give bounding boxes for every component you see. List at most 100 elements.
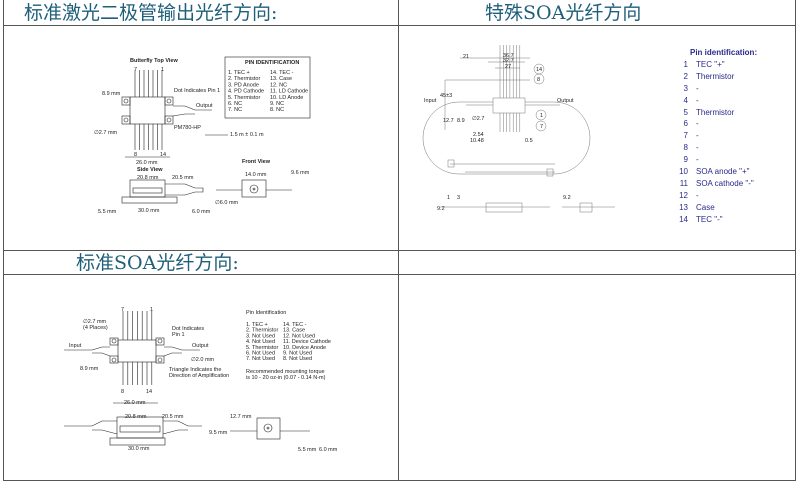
- standard-soa-pin-identification: Pin Identification 1. TEC +2. Thermistor…: [246, 310, 331, 381]
- svg-text:∅2.7 mm: ∅2.7 mm: [94, 129, 118, 136]
- svg-text:14: 14: [146, 389, 152, 395]
- svg-text:32.7: 32.7: [503, 58, 514, 64]
- svg-text:Input: Input: [69, 343, 82, 349]
- pin-number: 13: [679, 202, 688, 212]
- svg-text:10.48: 10.48: [470, 138, 484, 144]
- svg-text:∅2.0 mm: ∅2.0 mm: [191, 356, 215, 363]
- pin-entry: 2. Thermistor: [228, 76, 260, 82]
- section-title-standard-soa: 标准SOA光纤方向:: [76, 252, 239, 274]
- svg-text:Dot Indicates Pin 1: Dot Indicates Pin 1: [174, 88, 220, 94]
- svg-text:Direction of Amplification: Direction of Amplification: [169, 373, 229, 379]
- pin-number: 2: [683, 71, 688, 81]
- pin-entry: 13. Case: [270, 76, 292, 82]
- special-soa-drawing: 21 36.7 32.7 27 45±3 12.7 8.9 ∅2.7 2.54 …: [422, 45, 615, 213]
- svg-text:∅2.7: ∅2.7: [472, 115, 484, 122]
- svg-text:20.5 mm: 20.5 mm: [172, 175, 194, 181]
- svg-text:36.7: 36.7: [503, 53, 514, 59]
- pin-row: 13 Case: [668, 203, 757, 215]
- svg-text:0.5: 0.5: [525, 138, 533, 144]
- svg-text:8.9: 8.9: [457, 118, 465, 124]
- pin-entry: 14. TEC -: [270, 70, 294, 76]
- pin-entry: 2. Thermistor: [246, 328, 278, 334]
- svg-text:20.8 mm: 20.8 mm: [125, 414, 147, 420]
- svg-text:(4 Places): (4 Places): [83, 325, 108, 331]
- pin-entry: 3. Not Used: [246, 333, 275, 339]
- column-divider: [398, 0, 399, 481]
- pin-function: -: [696, 119, 699, 129]
- pin-function: TEC "+": [696, 60, 725, 69]
- svg-text:Front View: Front View: [242, 159, 271, 165]
- pin-entry: 13. Case: [283, 328, 305, 334]
- svg-text:8.9 mm: 8.9 mm: [102, 91, 121, 97]
- svg-text:Output: Output: [557, 98, 574, 104]
- standard-soa-front-view: 12.7 mm 9.5 mm 5.5 mm 6.0 mm: [209, 414, 338, 453]
- pin-entry: 7. Not Used: [246, 356, 275, 362]
- pin-entry: 5. Thermistor: [246, 345, 278, 351]
- pin-list-header: Pin identification:: [690, 48, 758, 57]
- pin-number: 10: [679, 167, 688, 177]
- svg-text:26.0 mm: 26.0 mm: [124, 400, 146, 406]
- pin-row: 6-: [668, 119, 757, 131]
- svg-text:21: 21: [463, 54, 469, 60]
- pin-entry: 9. NC: [270, 101, 284, 107]
- svg-text:6.0 mm: 6.0 mm: [192, 209, 211, 215]
- pin-function: -: [696, 143, 699, 153]
- pin-function: Thermistor: [696, 71, 735, 81]
- pin-number: 9: [683, 155, 688, 165]
- svg-text:8: 8: [134, 152, 137, 158]
- svg-text:8: 8: [121, 389, 124, 395]
- svg-text:12.7: 12.7: [443, 118, 454, 124]
- svg-text:9.2: 9.2: [437, 206, 445, 212]
- pin-entry: 1. TEC +: [246, 322, 268, 328]
- svg-text:45±3: 45±3: [440, 93, 452, 99]
- svg-text:Pin 1: Pin 1: [172, 332, 185, 338]
- pin-entry: 8. Not Used: [283, 356, 312, 362]
- svg-text:6.0 mm: 6.0 mm: [319, 447, 338, 453]
- svg-text:PM780-HP: PM780-HP: [174, 125, 201, 131]
- pin-entry: 4. Not Used: [246, 339, 275, 345]
- svg-text:1: 1: [161, 67, 164, 73]
- pin-number: 6: [683, 119, 688, 129]
- laser-side-view: Side View 20.8 mm 20.5 mm 5.5 mm 30.0 mm…: [98, 167, 211, 215]
- pin-function: -: [696, 83, 699, 93]
- pin-row: 1 TEC "+": [668, 60, 757, 72]
- svg-text:30.0 mm: 30.0 mm: [128, 446, 150, 452]
- svg-text:Side View: Side View: [137, 167, 163, 173]
- pin-function: -: [696, 131, 699, 141]
- standard-soa-side-view: 20.8 mm 20.5 mm 30.0 mm: [64, 414, 202, 452]
- pin-entry: 12. Not Used: [283, 333, 315, 339]
- svg-text:Pin Identification: Pin Identification: [246, 310, 286, 316]
- section-title-special-soa: 特殊SOA光纤方向: [485, 2, 642, 24]
- svg-text:20.5 mm: 20.5 mm: [162, 414, 184, 420]
- svg-text:14: 14: [536, 67, 542, 73]
- svg-text:1: 1: [447, 195, 450, 201]
- pin-entry: 4. PD Cathode: [228, 89, 264, 95]
- pin-number: 5: [683, 107, 688, 117]
- pin-row: 2 Thermistor: [668, 72, 757, 84]
- svg-text:Output: Output: [192, 343, 209, 349]
- pin-number: 1: [683, 60, 688, 69]
- pin-function: -: [696, 95, 699, 105]
- pin-entry: 12. NC: [270, 82, 287, 88]
- svg-text:5.5 mm: 5.5 mm: [98, 209, 117, 215]
- pin-entry: 1. TEC +: [228, 70, 250, 76]
- svg-text:9.2: 9.2: [563, 195, 571, 201]
- row-divider: [3, 274, 796, 275]
- svg-text:Input: Input: [424, 98, 437, 104]
- svg-text:27: 27: [505, 64, 511, 70]
- svg-text:7: 7: [121, 307, 124, 313]
- svg-text:3: 3: [457, 195, 460, 201]
- svg-text:∅2.7 mm: ∅2.7 mm: [83, 318, 107, 325]
- pin-entry: 8. NC: [270, 107, 284, 113]
- pin-function: SOA anode "+": [696, 167, 750, 177]
- pin-row: 12-: [668, 191, 757, 203]
- pin-row: 7-: [668, 131, 757, 143]
- svg-text:30.0 mm: 30.0 mm: [138, 208, 160, 214]
- pin-number: 11: [679, 178, 688, 188]
- pin-row: 8-: [668, 143, 757, 155]
- pin-function: Case: [696, 202, 715, 212]
- document-table: [3, 0, 796, 481]
- pin-entry: 14. TEC -: [283, 322, 307, 328]
- laser-pin-identification: PIN IDENTIFICATION 1. TEC +2. Thermistor…: [224, 56, 311, 119]
